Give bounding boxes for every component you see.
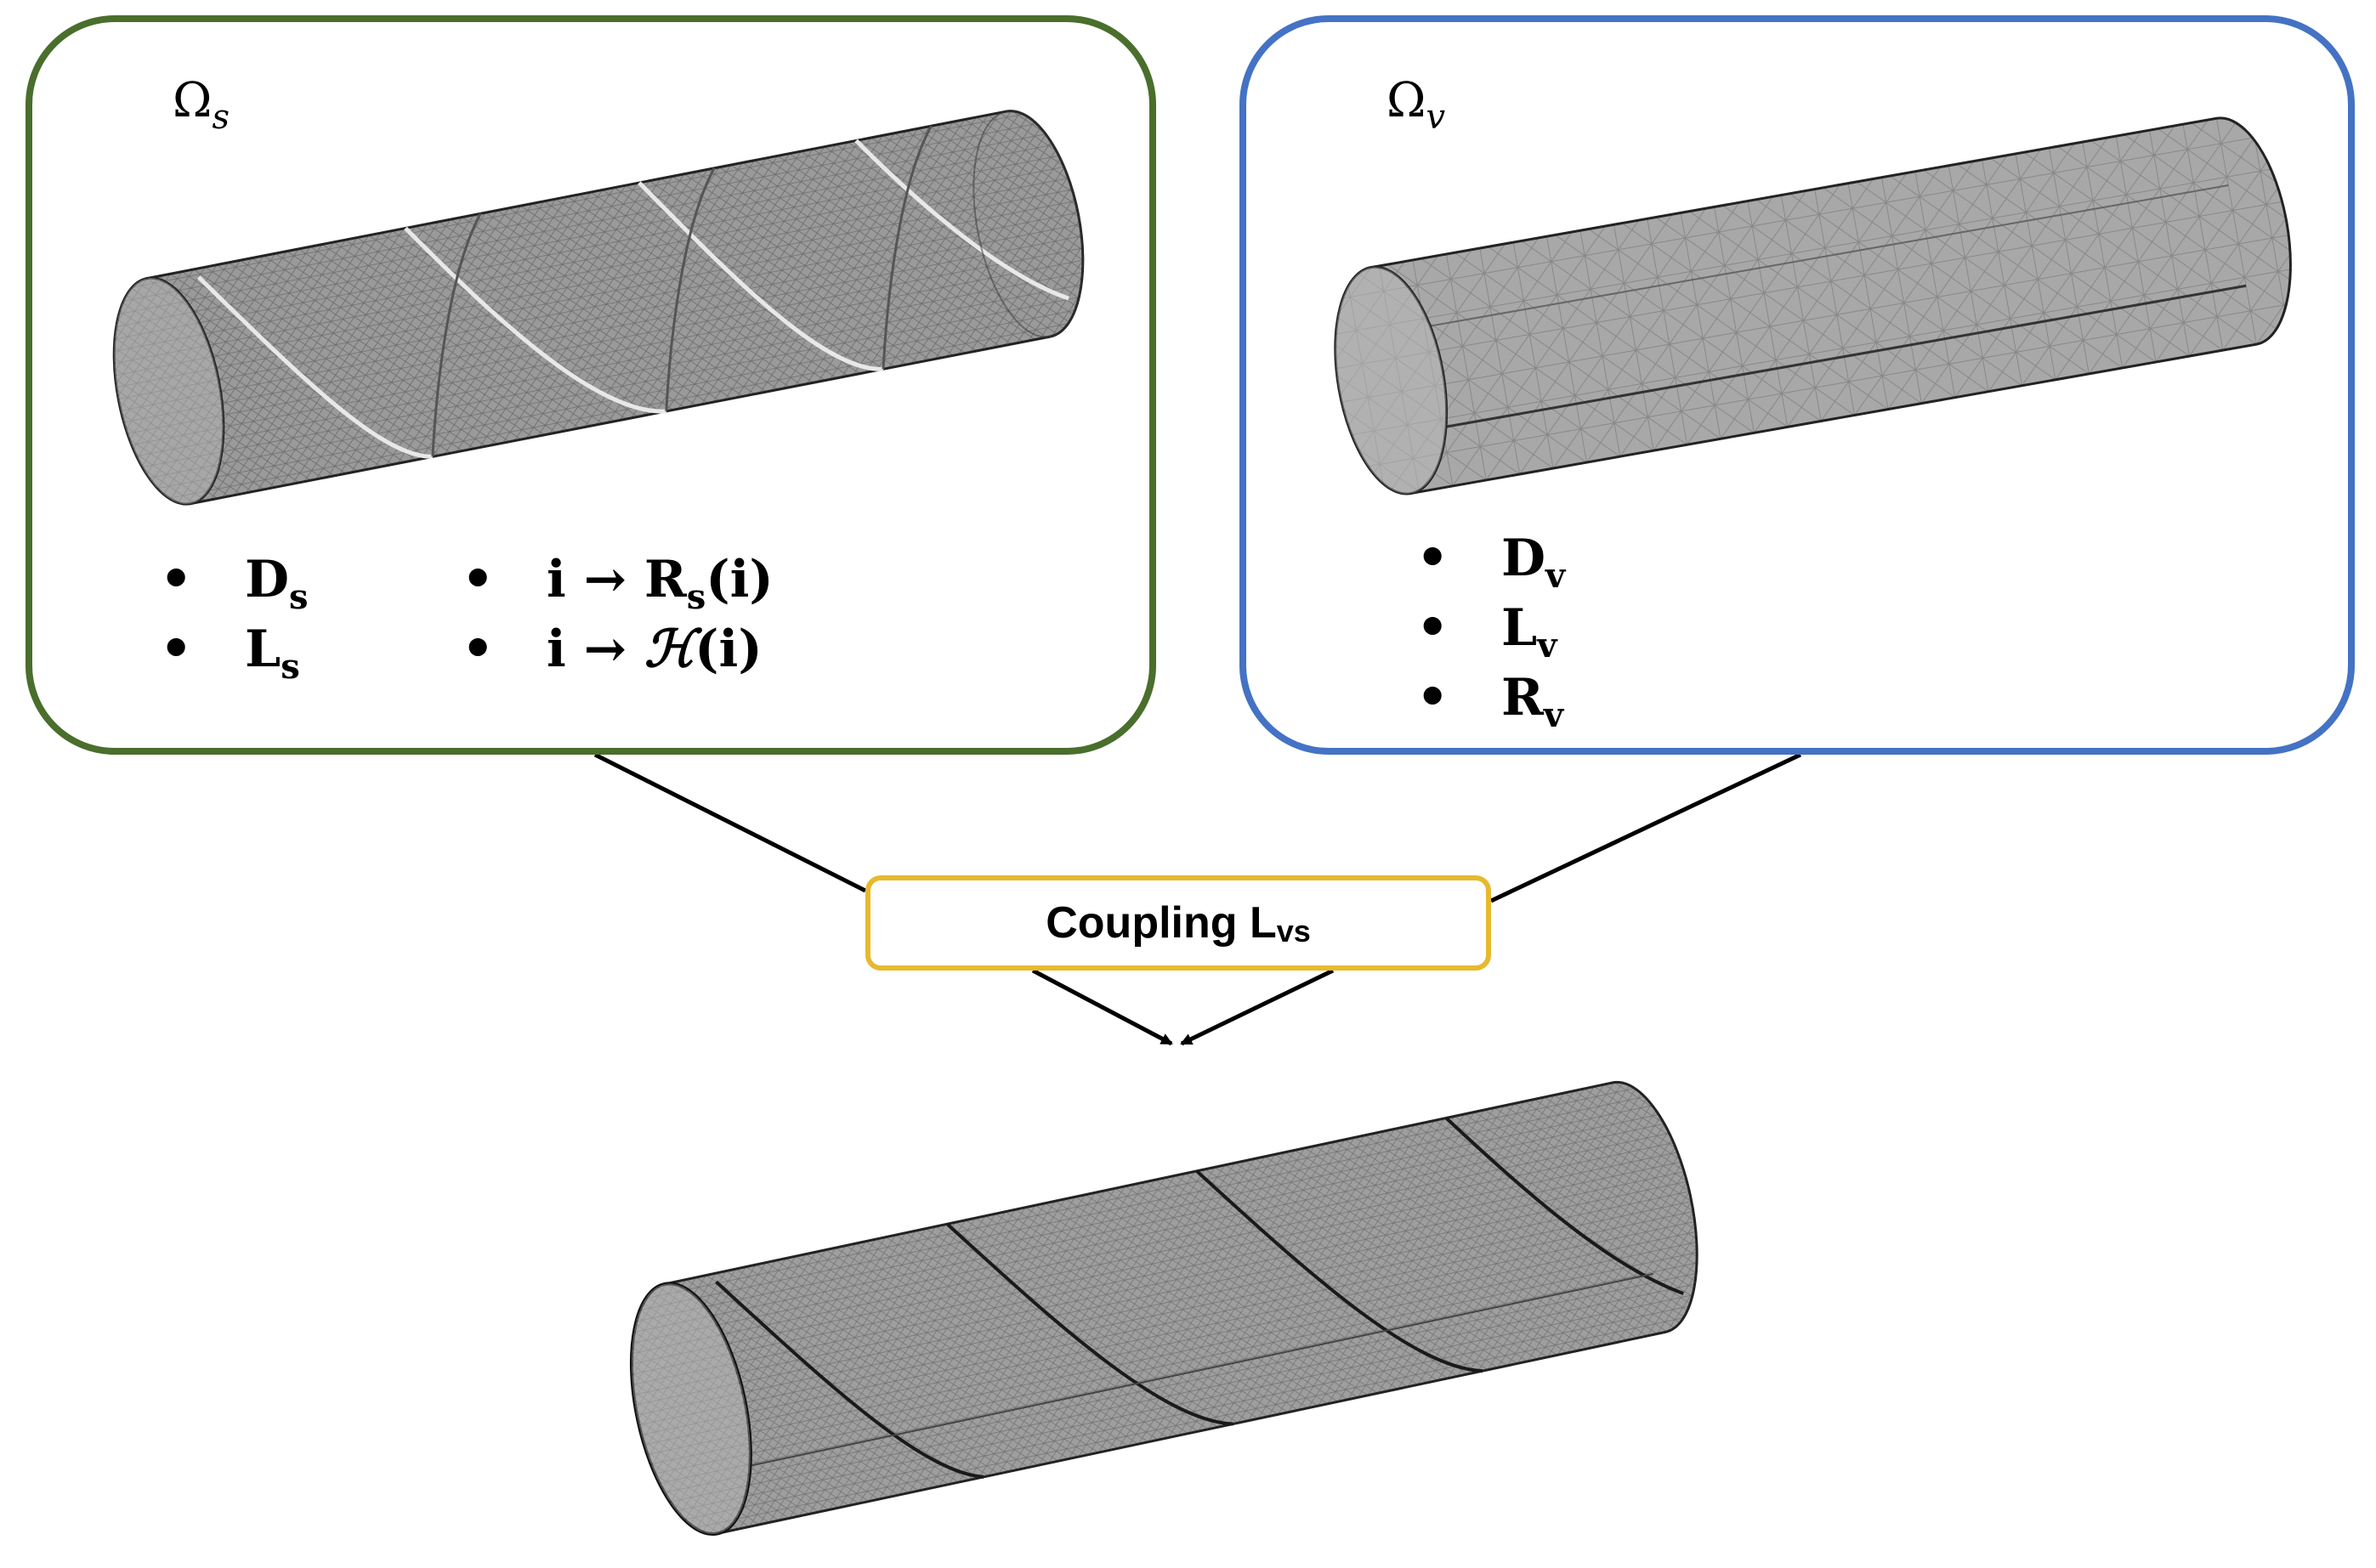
arrow-coupling-right: [1180, 968, 1335, 1046]
list-item: •i → ℋ(i): [462, 614, 774, 684]
stent-domain-panel: Ωs •Ds •Ls: [26, 15, 1156, 755]
connector-vessel-to-coupling: [1489, 752, 1802, 903]
coupled-mesh-image: [629, 1080, 1698, 1536]
vessel-domain-panel: Ωv •Dv •Lv •Rv: [1239, 15, 2355, 755]
connector-stent-to-coupling: [593, 752, 867, 893]
coupling-label: Coupling L: [1046, 898, 1277, 948]
bullet-icon: •: [1416, 598, 1449, 658]
bullet-icon: •: [1416, 529, 1449, 588]
omega-symbol: Ω: [1386, 73, 1426, 128]
list-item: •Rv: [1416, 663, 1565, 735]
list-item: •Ds: [160, 545, 309, 617]
bullet-icon: •: [462, 620, 495, 679]
arrow-coupling-left: [1031, 968, 1173, 1046]
bullet-icon: •: [160, 620, 193, 679]
vessel-domain-label: Ωv: [1386, 73, 1445, 137]
coupling-subscript: vs: [1276, 914, 1311, 948]
bullet-icon: •: [160, 550, 193, 609]
domain-subscript: v: [1426, 98, 1446, 137]
stent-mesh-image: [112, 110, 1085, 506]
stent-parameters-left: •Ds •Ls: [160, 545, 309, 687]
vessel-mesh-image: [1334, 116, 2292, 495]
vessel-parameters: •Dv •Lv •Rv: [1416, 524, 1565, 735]
domain-subscript: s: [212, 98, 230, 137]
list-item: •Dv: [1416, 524, 1565, 596]
stent-domain-label: Ωs: [173, 73, 230, 137]
omega-symbol: Ω: [173, 73, 213, 128]
stent-parameters-right: •i → Rs(i) •i → ℋ(i): [462, 545, 774, 684]
list-item: •Lv: [1416, 593, 1565, 665]
list-item: •i → Rs(i): [462, 545, 774, 617]
bullet-icon: •: [462, 550, 495, 609]
list-item: •Ls: [160, 614, 309, 687]
bullet-icon: •: [1416, 668, 1449, 727]
